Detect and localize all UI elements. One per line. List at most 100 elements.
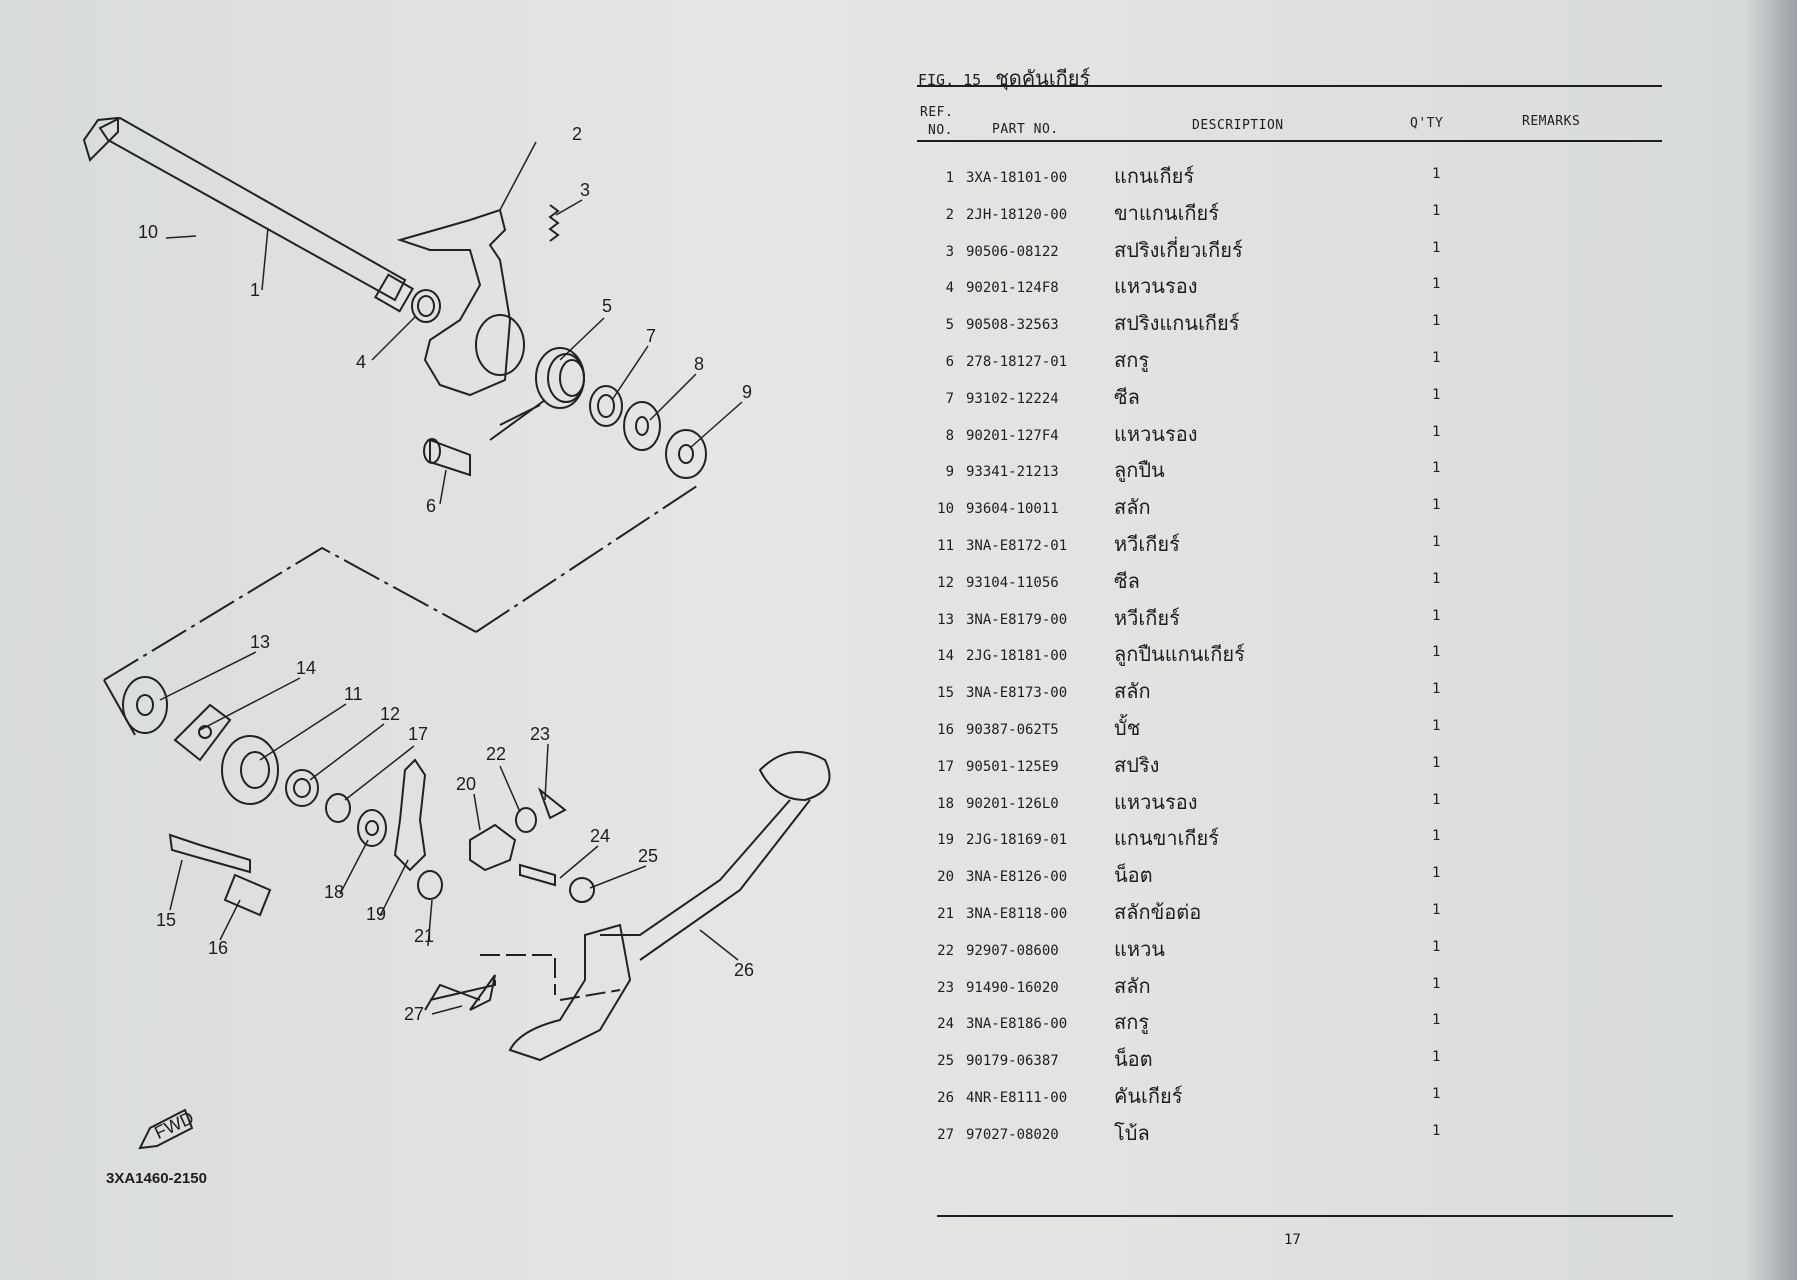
description: สกรู [1114,348,1150,372]
part-no: 93104-11056 [966,574,1059,591]
col-qty: Q'TY [1410,116,1444,131]
ref-no: 22 [937,942,954,959]
col-remarks: REMARKS [1522,114,1581,129]
quantity: 1 [1432,607,1441,624]
callout-leader-line [199,677,301,731]
callout-leader-line [379,859,409,917]
callout-leader-line [261,227,269,291]
ref-no: 21 [937,906,954,922]
description: คันเกียร์ [1114,1084,1183,1108]
ref-no: 1 [945,170,954,186]
quantity: 1 [1432,1049,1441,1066]
part-no: 3NA-E8126-00 [966,869,1068,886]
callout-number: 24 [590,826,610,846]
part-no: 2JG-18181-00 [966,648,1068,665]
callout-leader-line [544,743,549,801]
quantity: 1 [1432,902,1441,918]
quantity: 1 [1432,313,1441,330]
callout-number: 11 [344,684,363,704]
quantity: 1 [1432,681,1441,698]
description: ซีล [1114,384,1140,409]
description: ลูกปืนแกนเกียร์ [1114,642,1245,667]
description: แกนขาเกียร์ [1114,826,1219,851]
part-no: 93102-12224 [966,390,1059,407]
description: สลัก [1114,973,1151,998]
callout-leader-line [589,865,647,889]
ref-no: 5 [945,317,954,334]
callout-leader-line [371,315,417,361]
quantity: 1 [1432,202,1441,219]
quantity: 1 [1432,938,1441,955]
col-ref-line1: REF. [920,105,954,120]
part-no: 90387-062T5 [966,722,1059,738]
callout-number: 20 [456,774,476,794]
description: สลัก [1114,679,1151,704]
part-no: 90179-06387 [966,1053,1059,1070]
quantity: 1 [1432,1086,1441,1102]
callout-leader-line [559,845,599,879]
part-no: 3NA-E8179-00 [966,611,1068,628]
ref-no: 7 [945,390,954,407]
callout-number: 26 [734,960,754,980]
ref-no: 23 [937,979,954,996]
description: สปริง [1114,752,1160,777]
callout-leader-line [159,651,257,701]
quantity: 1 [1432,239,1441,256]
part-no: 93341-21213 [966,464,1059,481]
callout-leader-line [431,1005,463,1015]
callout-number: 13 [250,632,270,652]
callout-leader-line [165,235,197,239]
part-no: 91490-16020 [966,979,1059,996]
ref-no: 15 [937,685,954,702]
description: สปริงเกี่ยวเกียร์ [1114,237,1243,262]
ref-no: 2 [945,206,954,223]
page-number: 17 [1284,1232,1301,1248]
quantity: 1 [1432,1122,1441,1139]
part-no: 3NA-E8186-00 [966,1016,1068,1033]
part-no: 3NA-E8172-01 [966,538,1068,554]
callout-leader-line [699,929,739,961]
callout-leader-line [649,373,697,421]
callout-leader-line [439,469,447,505]
description: โบ้ล [1114,1120,1150,1145]
callout-leader-line [555,199,583,216]
description: ลูกปืน [1114,458,1165,483]
callout-leader-line [473,793,481,831]
ref-no: 13 [937,611,954,628]
description: หวีเกียร์ [1114,605,1180,630]
callout-leader-line [559,317,605,361]
callout-number: 17 [408,724,428,744]
description: สลักข้อต่อ [1114,900,1202,924]
part-no: 90501-125E9 [966,758,1059,775]
callout-number: 6 [426,496,436,516]
header-top-rule [917,85,1662,87]
description: สลัก [1114,495,1151,520]
callout-number: 8 [694,354,704,374]
callout-number: 22 [486,744,506,764]
ref-no: 27 [937,1126,954,1143]
quantity: 1 [1432,791,1441,808]
ref-no: 9 [945,464,954,481]
col-part-no: PART NO. [992,122,1059,137]
callout-number: 27 [404,1004,424,1024]
callout-leader-line [169,859,183,911]
callout-leader-line [611,345,649,401]
callout-leader-line [499,765,521,813]
quantity: 1 [1432,497,1441,514]
